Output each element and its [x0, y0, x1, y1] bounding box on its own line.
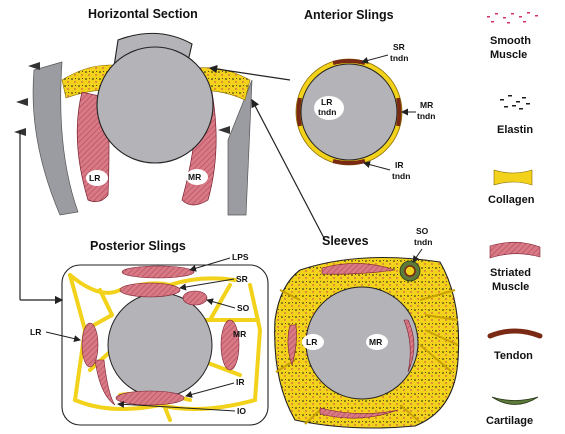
horizontal-globe-sphere [97, 47, 213, 163]
anterior-sr-leader [362, 55, 388, 62]
posterior-lps-leader [190, 258, 230, 270]
posterior-slings-panel: Posterior Slings LPS SR SO [30, 239, 268, 425]
posterior-so-label: SO [237, 303, 250, 313]
legend-cartilage-label: Cartilage [486, 415, 533, 427]
posterior-globe [108, 293, 212, 397]
posterior-lr-label: LR [30, 327, 41, 337]
anterior-slings-panel: Anterior Slings LR tndn SR tndn MR tndn … [296, 8, 435, 181]
sleeves-mr-label: MR [369, 337, 382, 347]
right-pointer-1 [218, 126, 230, 134]
anterior-sr-tendon [333, 61, 365, 63]
posterior-mr-label: MR [233, 329, 246, 339]
legend-tendon-swatch [490, 331, 540, 336]
anterior-ir-label-line1: IR [395, 160, 404, 170]
legend: Smooth Muscle Elastin Collagen Striated … [486, 12, 540, 427]
sleeves-so-tendon [405, 266, 415, 276]
legend-striated-muscle-line2: Muscle [492, 281, 529, 293]
anterior-ir-tendon [333, 161, 365, 163]
legend-striated-muscle-swatch [490, 242, 540, 258]
legend-elastin-label: Elastin [497, 124, 533, 136]
posterior-ir-label: IR [236, 377, 245, 387]
anterior-slings-title: Anterior Slings [304, 8, 394, 22]
medial-orbital-wall [228, 80, 252, 215]
legend-striated-muscle-line1: Striated [490, 267, 531, 279]
legend-elastin-swatch [500, 95, 530, 110]
anterior-lr-label-line1: LR [321, 97, 332, 107]
posterior-slings-title: Posterior Slings [90, 239, 186, 253]
sleeves-so-label-line2: tndn [414, 237, 432, 247]
sleeves-lr-label: LR [306, 337, 317, 347]
horizontal-lr-label: LR [89, 173, 100, 183]
anterior-ir-label-line2: tndn [392, 171, 410, 181]
posterior-sr-muscle [120, 283, 180, 297]
posterior-so-muscle [183, 291, 207, 305]
posterior-lps-label: LPS [232, 252, 249, 262]
legend-collagen-label: Collagen [488, 194, 535, 206]
left-pointer-2 [16, 98, 28, 106]
posterior-sr-label: SR [236, 274, 248, 284]
anterior-mr-label-line2: tndn [417, 111, 435, 121]
posterior-io-label: IO [237, 406, 246, 416]
horizontal-section-panel: Horizontal Section LR MR [14, 7, 252, 215]
legend-tendon-label: Tendon [494, 350, 533, 362]
left-pointer-1 [28, 62, 40, 70]
anterior-sr-label-line2: tndn [390, 53, 408, 63]
posterior-lr-leader [46, 332, 80, 340]
anterior-sr-label-line1: SR [393, 42, 405, 52]
posterior-io-muscle [95, 360, 115, 405]
legend-smooth-muscle-swatch [487, 12, 538, 24]
legend-smooth-muscle-line2: Muscle [490, 49, 527, 61]
legend-collagen-swatch [494, 170, 532, 185]
anterior-mr-label-line1: MR [420, 100, 433, 110]
anterior-ir-leader [364, 163, 390, 170]
anterior-mr-tendon [398, 98, 400, 126]
posterior-lps-muscle [122, 266, 194, 278]
posterior-ir-muscle [116, 391, 184, 405]
sleeves-so-label-line1: SO [416, 226, 429, 236]
anterior-lr-label-line2: tndn [318, 107, 336, 117]
legend-smooth-muscle-line1: Smooth [490, 35, 531, 47]
anterior-lr-tendon [299, 98, 301, 126]
sleeves-panel: Sleeves SO tndn LR MR [275, 226, 459, 428]
posterior-mr-muscle [221, 320, 239, 370]
sleeves-title: Sleeves [322, 234, 369, 248]
horizontal-section-title: Horizontal Section [88, 7, 198, 21]
legend-cartilage-swatch [492, 397, 538, 405]
horizontal-mr-label: MR [188, 172, 201, 182]
